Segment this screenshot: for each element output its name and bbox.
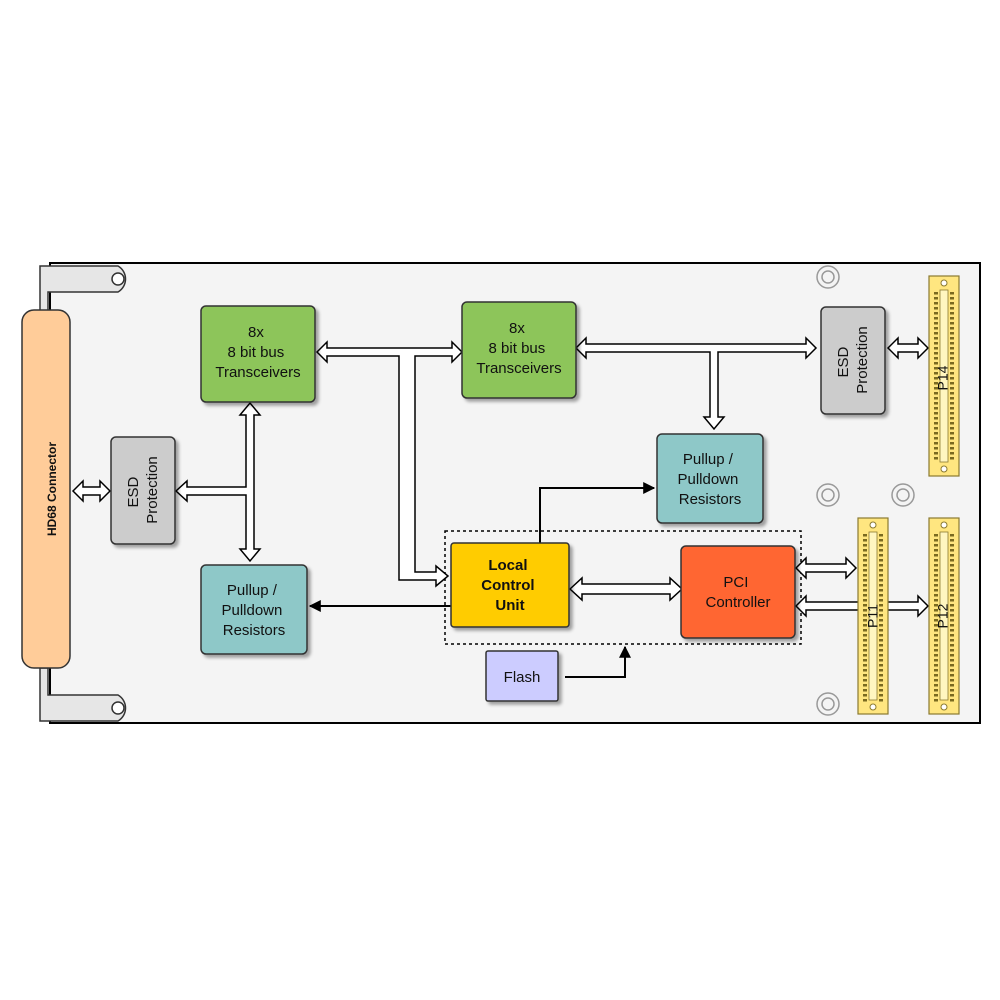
svg-text:PCI Controller: PCI Controller xyxy=(705,574,770,611)
port-label-p12: P12 xyxy=(935,603,951,628)
port-label-p11: P11 xyxy=(865,604,881,628)
bus-transceivers-1-line-3: Transceivers xyxy=(215,364,300,381)
bus-transceivers-1-line-2: 8 bit bus xyxy=(228,344,285,361)
port-connector-p12 xyxy=(928,517,960,715)
pci-controller-line-2: Controller xyxy=(705,594,770,611)
port-connector-p11 xyxy=(857,517,889,715)
pci-controller-line-1: PCI xyxy=(723,574,748,591)
local-control-unit-line-3: Unit xyxy=(495,597,524,614)
flash-memory-label: Flash xyxy=(504,669,541,686)
pullup-resistors-right-line-3: Resistors xyxy=(679,491,742,508)
bus-transceivers-2-line-2: 8 bit bus xyxy=(489,340,546,357)
esd-protection-left: ESD Protection xyxy=(110,436,176,545)
local-control-unit: Local Control Unit xyxy=(450,542,570,628)
port-connector-p14 xyxy=(928,275,960,477)
local-control-unit-line-1: Local xyxy=(488,557,527,574)
panel-bracket-top xyxy=(39,265,127,316)
svg-text:Pullup / Pulldown: Pullup / Pulldown Resistors xyxy=(677,451,742,508)
esd-protection-left-line-1: ESD xyxy=(125,476,142,507)
signal-lines xyxy=(308,482,656,678)
port-label-p14: P14 xyxy=(935,365,951,390)
esd-protection-left-line-2: Protection xyxy=(144,456,161,524)
panel-bracket-bottom xyxy=(39,667,127,722)
svg-text:8x 8 bit bus Trans: 8x 8 bit bus Transceivers xyxy=(215,324,300,381)
pullup-resistors-right-line-2: Pulldown xyxy=(677,471,738,488)
bus-transceivers-2-line-1: 8x xyxy=(509,320,525,337)
esd-protection-right-line-2: Protection xyxy=(854,326,871,394)
svg-text:Local Control Unit: Local Control Unit xyxy=(481,557,539,614)
svg-text:ESD Protection: ESD Protection xyxy=(125,456,161,524)
pullup-resistors-right-line-1: Pullup / xyxy=(683,451,734,468)
pullup-resistors-left: Pullup / Pulldown Resistors xyxy=(200,564,308,655)
bus-transceivers-1: 8x 8 bit bus Transceivers xyxy=(200,305,316,403)
bus-transceivers-2: 8x 8 bit bus Transceivers xyxy=(461,301,577,399)
esd-protection-right-line-1: ESD xyxy=(835,346,852,377)
local-control-unit-line-2: Control xyxy=(481,577,534,594)
pullup-resistors-left-line-1: Pullup / xyxy=(227,582,278,599)
mounting-hole xyxy=(816,265,840,289)
bus-transceivers-2-line-3: Transceivers xyxy=(476,360,561,377)
svg-text:Pullup / Pulldown: Pullup / Pulldown Resistors xyxy=(221,582,286,639)
hd68-connector: HD68 Connector xyxy=(21,309,71,669)
mounting-hole xyxy=(891,483,915,507)
mounting-hole xyxy=(816,692,840,716)
mounting-hole xyxy=(816,483,840,507)
pullup-resistors-right: Pullup / Pulldown Resistors xyxy=(656,433,764,524)
hd68-connector-label: HD68 Connector xyxy=(45,442,59,536)
svg-text:8x 8 bit bus Trans: 8x 8 bit bus Transceivers xyxy=(476,320,561,377)
bus-transceivers-1-line-1: 8x xyxy=(248,324,264,341)
esd-protection-right: ESD Protection xyxy=(820,306,886,415)
pullup-resistors-left-line-2: Pulldown xyxy=(221,602,282,619)
svg-text:ESD Protection: ESD Protection xyxy=(835,326,871,394)
pullup-resistors-left-line-3: Resistors xyxy=(223,622,286,639)
flash-memory: Flash xyxy=(485,650,559,702)
pci-controller: PCI Controller xyxy=(680,545,796,639)
